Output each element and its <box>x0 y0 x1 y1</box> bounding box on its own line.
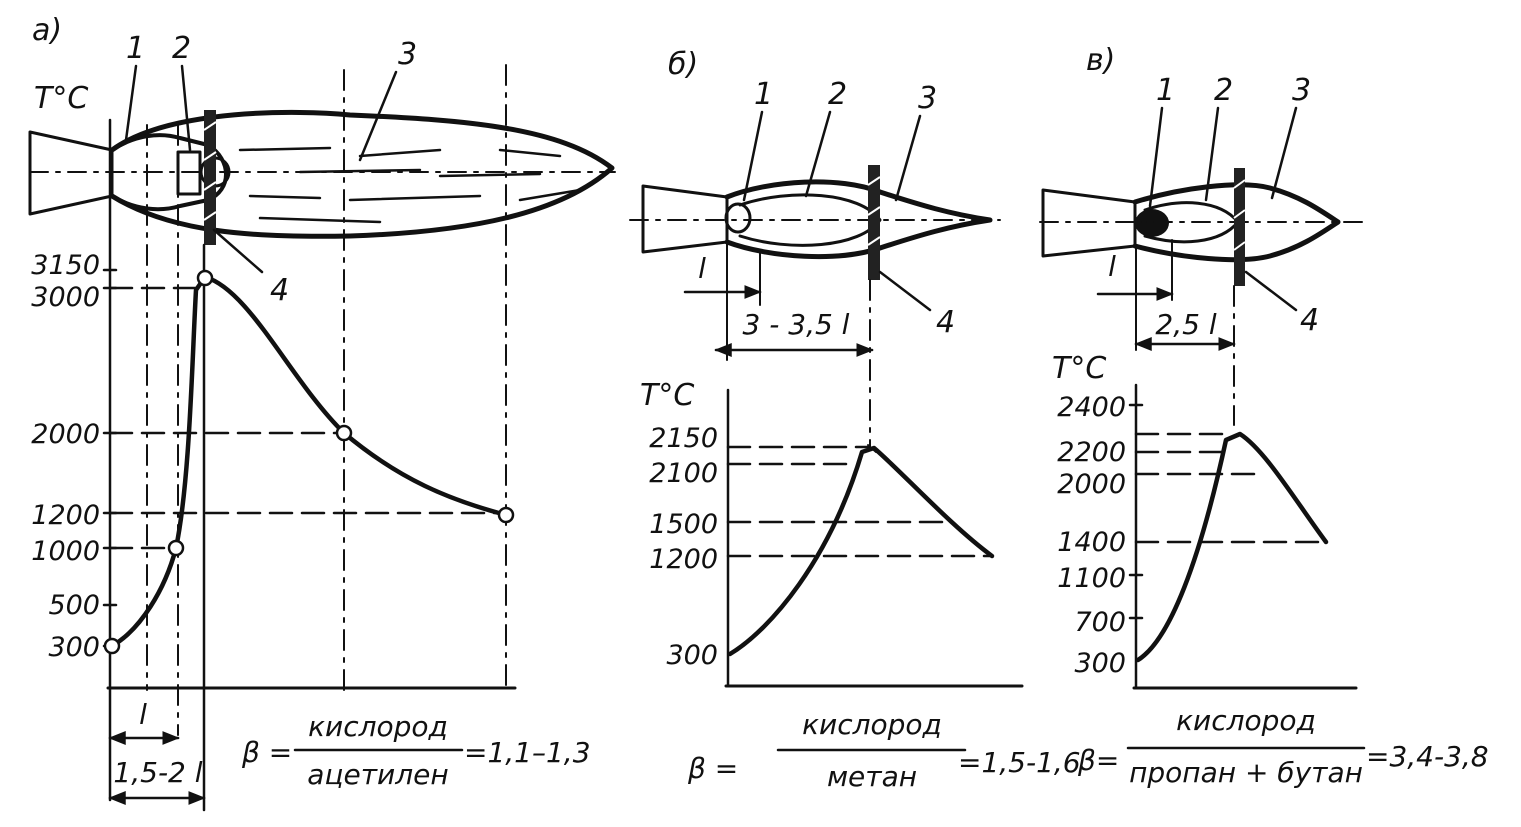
panel-c-tick-300: 300 <box>1074 648 1126 679</box>
panel-c-core <box>1135 209 1169 237</box>
panel-a-section-lines <box>146 64 507 736</box>
panel-b-vertex <box>867 444 877 453</box>
svg-text:ацетилен: ацетилен <box>307 758 448 791</box>
panel-c-flame-envelope <box>1132 182 1341 263</box>
panel-c-temperature-curve <box>1135 431 1329 663</box>
svg-text:пропан + бутан: пропан + бутан <box>1129 756 1363 789</box>
panel-b-tick-2150: 2150 <box>649 423 718 454</box>
panel-c-leaders <box>1148 106 1298 312</box>
panel-a-zone-3-label: 3 <box>398 37 417 72</box>
panel-a-letter: а) <box>32 13 62 48</box>
panel-a-zone-4-label: 4 <box>270 273 289 308</box>
panel-a-tick-300: 300 <box>48 632 100 663</box>
panel-b-zone-4-label: 4 <box>936 305 955 340</box>
panel-a-tick-1000: 1000 <box>31 536 100 567</box>
panel-c-tick-2000: 2000 <box>1057 469 1126 500</box>
svg-text:β =: β = <box>241 736 292 769</box>
panel-a-tick-1200: 1200 <box>31 500 100 531</box>
panel-b-tick-1200: 1200 <box>649 544 718 575</box>
panel-a-zone-2-label: 2 <box>172 31 191 66</box>
panel-c-zone-2-label: 2 <box>1214 73 1233 108</box>
panel-a-points <box>103 269 515 655</box>
panel-a-leaders <box>124 64 398 274</box>
svg-text:=1,5-1,6: =1,5-1,6 <box>958 746 1081 779</box>
panel-c-letter: в) <box>1086 43 1115 78</box>
panel-b-dim-lz: 3 - 3,5 l <box>743 308 850 341</box>
panel-c-axis-label: T°C <box>1052 351 1106 386</box>
panel-b-axis-label: T°C <box>640 378 694 413</box>
panel-b-tick-300: 300 <box>666 640 718 671</box>
panel-c-zone-4-bar <box>1234 168 1245 286</box>
panel-b-leaders <box>742 110 932 312</box>
panel-c-tick-2200: 2200 <box>1057 437 1126 468</box>
panel-b-zone-2-label: 2 <box>828 77 847 112</box>
panel-c-tick-700: 700 <box>1074 607 1126 638</box>
panel-a-tick-500: 500 <box>48 590 100 621</box>
panel-c-zone-1-label: 1 <box>1156 73 1175 108</box>
panel-a-tick-3000: 3000 <box>31 282 100 313</box>
svg-text:кислород: кислород <box>802 708 942 741</box>
panel-a-temperature-curve <box>109 274 509 649</box>
panel-b-letter: б) <box>668 47 698 82</box>
panel-c-level-lines <box>1134 432 1328 544</box>
panel-b-zone-1-label: 1 <box>754 77 773 112</box>
panel-a: а) 1 2 3 4 T°C <box>28 13 616 812</box>
panel-b-tick-2100: 2100 <box>649 458 718 489</box>
panel-a-tick-2000: 2000 <box>31 419 100 450</box>
panel-a-zone-4-bar <box>204 110 216 245</box>
panel-a-zone-1-label: 1 <box>126 31 145 66</box>
panel-a-flame-core <box>110 133 228 212</box>
svg-text:β =: β = <box>687 752 738 785</box>
panel-b: б) 1 2 3 4 l 3 - 3,5 l T°C 2150 2100 150… <box>629 47 1081 793</box>
panel-c-zone-3-label: 3 <box>1292 73 1311 108</box>
svg-text:кислород: кислород <box>1176 704 1316 737</box>
panel-b-temperature-curve <box>727 445 995 657</box>
svg-text:=1,1–1,3: =1,1–1,3 <box>464 736 591 769</box>
panel-b-tick-1500: 1500 <box>649 509 718 540</box>
panel-a-dim-l: l <box>139 698 147 731</box>
panel-c-zone-4-label: 4 <box>1300 303 1319 338</box>
panel-c-tick-1400: 1400 <box>1057 527 1126 558</box>
panel-a-dim-lz: 1,5-2 l <box>113 756 202 789</box>
panel-b-core <box>724 202 752 234</box>
panel-c-ticks <box>1128 403 1144 620</box>
panel-b-zone-3-label: 3 <box>918 81 937 116</box>
panel-a-level-lines <box>108 286 508 550</box>
panel-c: в) 1 2 3 4 l 2,5 l T°C 2400 2200 2000 14… <box>1039 43 1489 789</box>
svg-text:=3,4-3,8: =3,4-3,8 <box>1366 740 1489 773</box>
panel-a-tick-3150: 3150 <box>31 250 100 281</box>
panel-a-axis-label: T°C <box>34 81 88 116</box>
panel-b-zone-4-bar <box>868 165 880 280</box>
svg-text:β=: β= <box>1077 744 1119 777</box>
svg-text:кислород: кислород <box>308 710 448 743</box>
svg-text:метан: метан <box>827 760 917 793</box>
panel-b-dim-l: l <box>698 252 706 285</box>
panel-c-dim-l: l <box>1108 250 1116 283</box>
panel-c-tick-2400: 2400 <box>1057 392 1126 423</box>
panel-a-formula: β = кислород ацетилен =1,1–1,3 <box>241 710 591 791</box>
panel-c-dim-lz: 2,5 l <box>1155 308 1216 341</box>
panel-c-formula: β= кислород пропан + бутан =3,4-3,8 <box>1077 704 1489 789</box>
panel-a-flame-envelope <box>109 109 615 239</box>
panel-b-formula: β = кислород метан =1,5-1,6 <box>687 708 1081 793</box>
panel-c-tick-1100: 1100 <box>1057 563 1126 594</box>
